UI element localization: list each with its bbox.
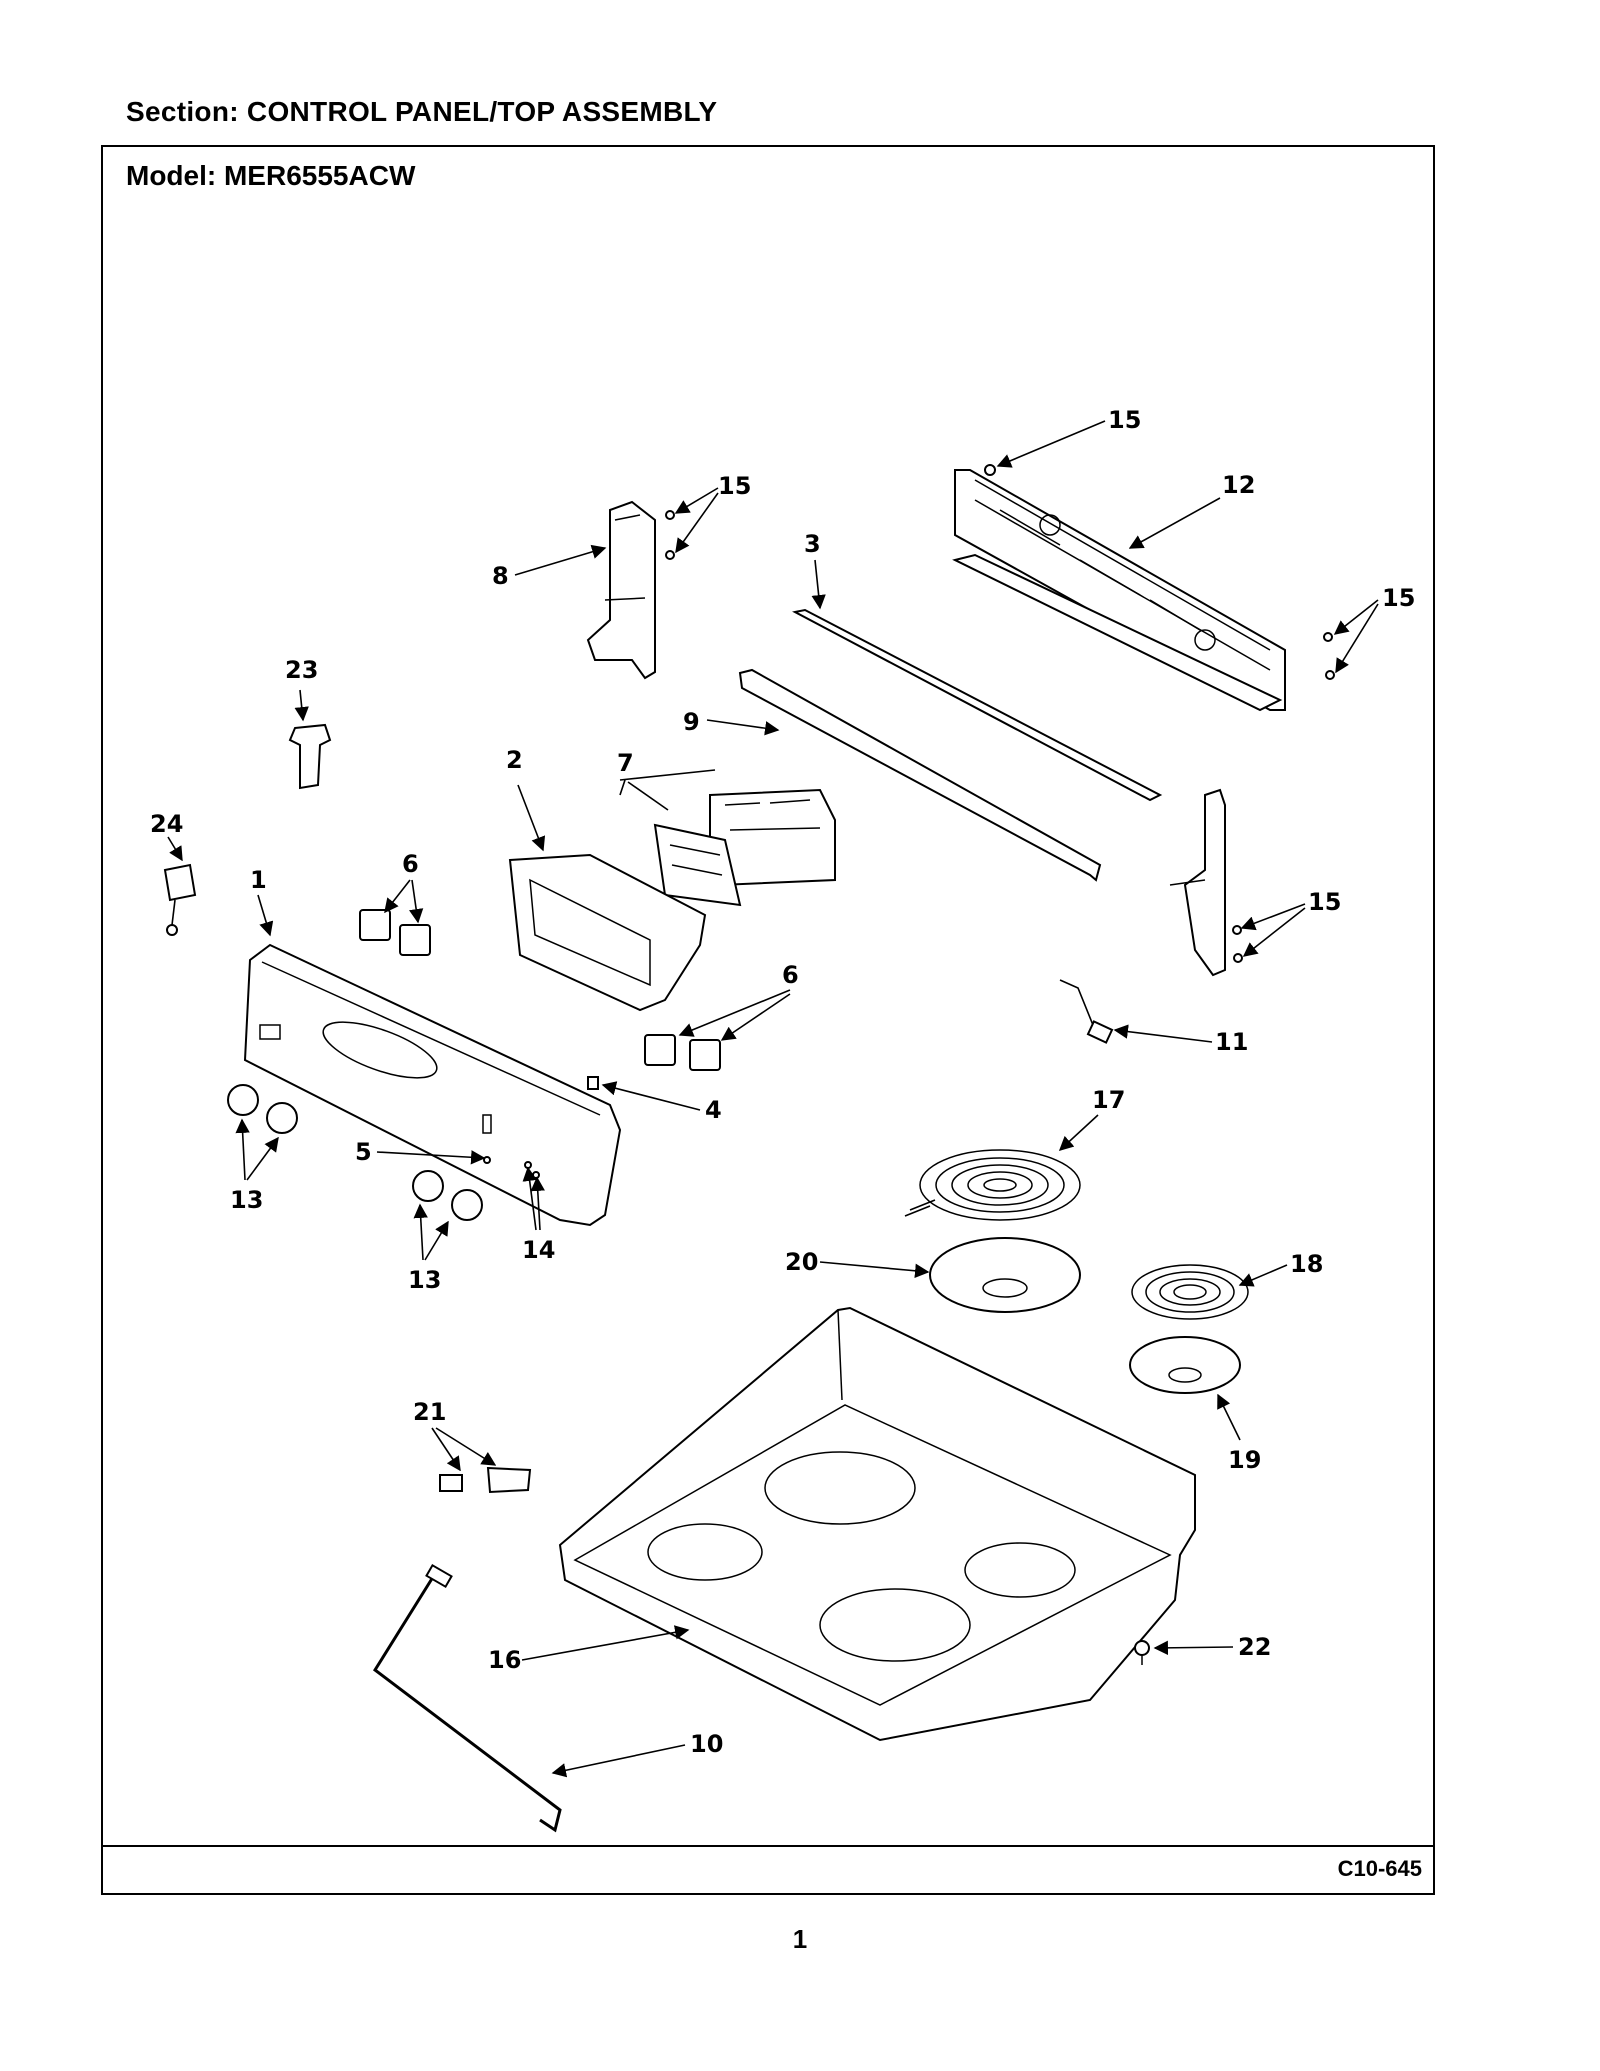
callout-4: 4 <box>705 1096 722 1124</box>
control-panel-part <box>243 943 622 1227</box>
callout-18: 18 <box>1290 1250 1323 1278</box>
callout-8: 8 <box>492 562 509 590</box>
small-surface-element-part <box>1131 1264 1249 1320</box>
callout-12: 12 <box>1222 471 1255 499</box>
terminal-lead-part <box>1059 979 1114 1044</box>
callout-2: 2 <box>506 746 523 774</box>
callout-15: 15 <box>718 472 751 500</box>
end-bracket-part <box>586 500 1226 977</box>
callout-15: 15 <box>1108 406 1141 434</box>
model-title: Model: MER6555ACW <box>126 160 416 191</box>
control-knob-part <box>227 1084 483 1221</box>
callout-21: 21 <box>413 1398 446 1426</box>
electronic-control-part <box>653 788 836 907</box>
callout-22: 22 <box>1238 1633 1271 1661</box>
cooktop-part <box>558 1306 1196 1742</box>
indicator-light-part <box>288 723 332 790</box>
callout-24: 24 <box>150 810 183 838</box>
callout-labels: 15 15 12 3 15 8 23 2 7 9 24 1 6 15 6 11 … <box>150 406 1415 1758</box>
small-drip-bowl-part <box>1129 1336 1241 1394</box>
callout-6: 6 <box>782 961 799 989</box>
callout-13: 13 <box>230 1186 263 1214</box>
callout-3: 3 <box>804 530 821 558</box>
callout-14: 14 <box>522 1236 555 1264</box>
callout-17: 17 <box>1092 1086 1125 1114</box>
large-surface-element-part <box>904 1149 1081 1221</box>
frame-divider <box>101 1845 1435 1847</box>
grommet-part <box>1134 1640 1150 1665</box>
callout-10: 10 <box>690 1730 723 1758</box>
diagram-frame <box>101 145 1435 1895</box>
backguard-panel-part <box>952 469 1286 712</box>
callout-15: 15 <box>1308 888 1341 916</box>
mounting-bracket-part <box>439 1466 532 1494</box>
trim-strip-part <box>738 608 1163 882</box>
display-window-part <box>508 853 707 1012</box>
callout-1: 1 <box>250 866 267 894</box>
callout-11: 11 <box>1215 1028 1248 1056</box>
callout-6: 6 <box>402 850 419 878</box>
page-number: 1 <box>792 1924 808 1954</box>
terminal-block-part <box>163 863 197 936</box>
section-title: Section: CONTROL PANEL/TOP ASSEMBLY <box>126 96 718 127</box>
leader-lines <box>167 420 1379 1778</box>
large-drip-bowl-part <box>929 1237 1081 1313</box>
callout-16: 16 <box>488 1646 521 1674</box>
callout-13: 13 <box>408 1266 441 1294</box>
callout-7: 7 <box>617 749 634 777</box>
callout-23: 23 <box>285 656 318 684</box>
callout-9: 9 <box>683 708 700 736</box>
wire-lead-part <box>373 1563 562 1833</box>
callout-20: 20 <box>785 1248 818 1276</box>
callout-5: 5 <box>355 1138 372 1166</box>
infinite-switch-part <box>359 909 721 1071</box>
callout-19: 19 <box>1228 1446 1261 1474</box>
callout-15: 15 <box>1382 584 1415 612</box>
diagram-code: C10-645 <box>1337 1856 1422 1881</box>
screw-part <box>665 464 1335 963</box>
